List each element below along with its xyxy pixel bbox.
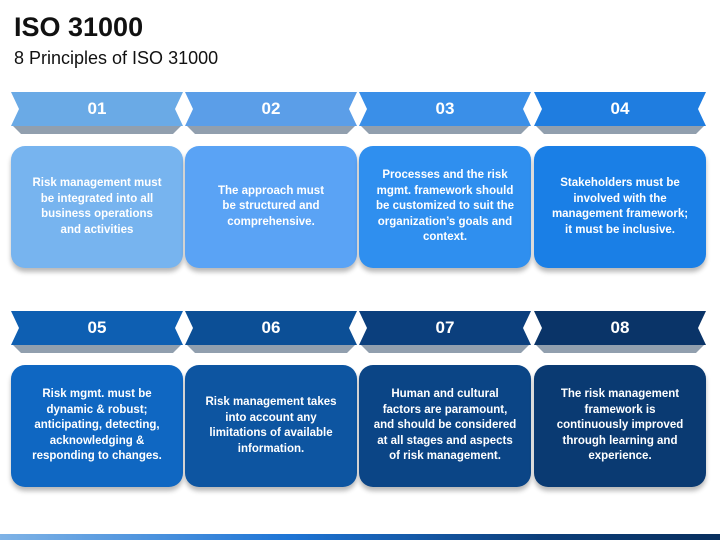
principle-number: 06 [261,318,281,337]
banner-ribbon-shape [11,92,183,134]
principle-text-box: Risk mgmt. must be dynamic & robust; ant… [11,365,183,487]
banner-ribbon-shape [534,92,706,134]
principle-banner: 07 [359,311,531,353]
principle-description: Human and cultural factors are paramount… [373,388,517,463]
principle-description: Processes and the risk mgmt. framework s… [375,169,514,244]
principle-text-box: The approach must be structured and comp… [185,146,357,268]
principle-description: The risk management framework is continu… [556,388,684,463]
banner-ribbon-shape [185,311,357,353]
principle-number: 05 [87,318,107,337]
principle-text-box: Processes and the risk mgmt. framework s… [359,146,531,268]
principle-text-box: Human and cultural factors are paramount… [359,365,531,487]
principle-number: 01 [87,99,107,118]
principle-number: 04 [610,99,630,118]
principle-banner: 04 [534,92,706,134]
principle-description: Risk management takes into account any l… [205,396,337,455]
principle-text-box: The risk management framework is continu… [534,365,706,487]
principle-number: 08 [610,318,630,337]
principle-description: Risk mgmt. must be dynamic & robust; ant… [32,388,162,463]
principle-banner: 08 [534,311,706,353]
bottom-accent-bar [0,534,720,540]
principle-banner: 02 [185,92,357,134]
banner-ribbon-shape [11,311,183,353]
principle-description: Risk management must be integrated into … [32,177,162,236]
banner-ribbon-shape [359,311,531,353]
banner-ribbon-shape [185,92,357,134]
principle-text-box: Risk management must be integrated into … [11,146,183,268]
principle-description: Stakeholders must be involved with the m… [551,177,689,236]
page-title: ISO 31000 [14,12,144,42]
principle-banner: 05 [11,311,183,353]
principle-banner: 03 [359,92,531,134]
principle-text-box: Risk management takes into account any l… [185,365,357,487]
page-subtitle: 8 Principles of ISO 31000 [14,48,219,68]
principle-text-box: Stakeholders must be involved with the m… [534,146,706,268]
principle-description: The approach must be structured and comp… [217,184,325,228]
banner-ribbon-shape [534,311,706,353]
principle-number: 02 [261,99,281,118]
principle-number: 07 [435,318,455,337]
principle-banner: 01 [11,92,183,134]
banner-ribbon-shape [359,92,531,134]
principle-banner: 06 [185,311,357,353]
principle-number: 03 [435,99,455,118]
